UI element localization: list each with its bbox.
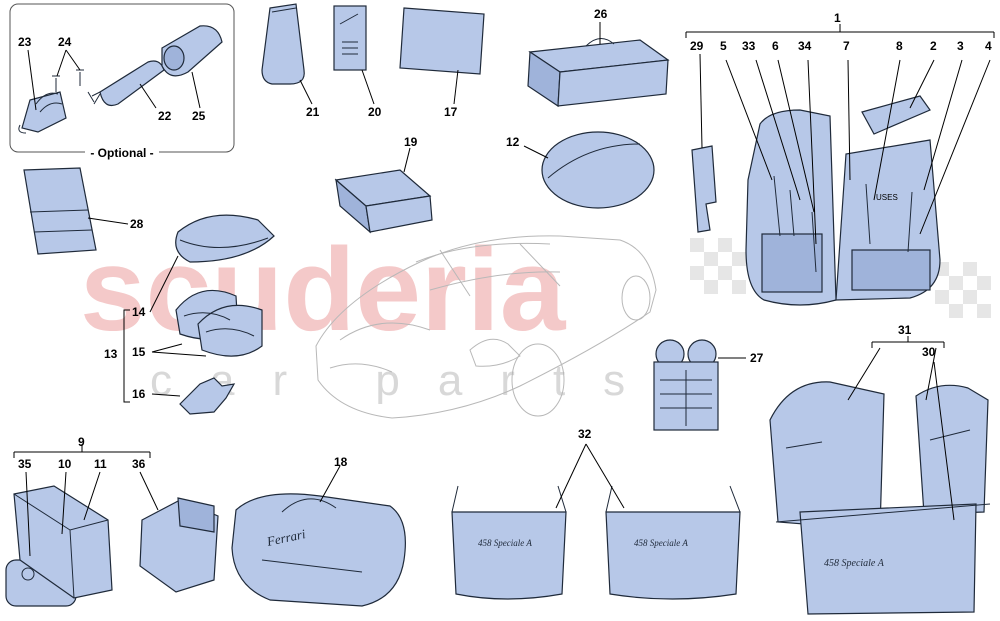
callout-21: 21 [306,105,320,119]
luggage-script: 458 Speciale A [824,558,885,569]
leader [191,71,201,109]
leader [139,83,157,109]
reference-card [653,339,746,431]
callout-35: 35 [18,457,32,471]
callout-9: 9 [78,435,85,449]
callout-1: 1 [834,11,841,25]
floor-document [23,167,129,255]
optional-group: - Optional - [9,3,235,160]
bag-script: 458 Speciale A [634,538,688,548]
leader [25,471,159,557]
optional-label: - Optional - [90,146,153,160]
tool-roll: USES [685,24,995,306]
callout-6: 6 [772,39,779,53]
luggage-set: 458 Speciale A [769,336,991,615]
callout-16: 16 [132,387,146,401]
wheel-bags [175,289,263,357]
callout-19: 19 [404,135,418,149]
callout-24: 24 [58,35,72,49]
inflator-case [13,485,113,599]
gloves [179,377,236,415]
callout-36: 36 [132,457,146,471]
callout-33: 33 [742,39,756,53]
extinguisher-cover [161,25,223,77]
callout-30: 30 [922,345,936,359]
callout-29: 29 [690,39,704,53]
callout-34: 34 [798,39,812,53]
group-bracket [123,309,130,403]
callout-28: 28 [130,217,144,231]
callout-4: 4 [985,39,992,53]
duffle-bag: Ferrari [231,465,406,607]
callout-13: 13 [104,347,118,361]
watermark-text: scuderia [80,224,567,356]
callout-3: 3 [957,39,964,53]
watermark-subtext: car parts [150,356,663,405]
callout-18: 18 [334,455,348,469]
fire-extinguisher [87,60,165,107]
callout-32: 32 [578,427,592,441]
callout-27: 27 [750,351,764,365]
car-outline [315,235,657,419]
callout-31: 31 [898,323,912,337]
document-pouch [261,3,313,105]
tire-cover [523,131,655,209]
leader [149,255,179,313]
extinguisher-bracket [18,91,67,134]
group-bracket [13,444,151,458]
jack [691,53,717,233]
bolt [52,75,60,92]
callout-26: 26 [594,7,608,21]
bag-script: 458 Speciale A [478,538,532,548]
callout-2: 2 [930,39,937,53]
callout-11: 11 [94,457,107,471]
leader [555,443,625,509]
leader [151,393,181,397]
shoulder-bag-2: 458 Speciale A [605,485,741,600]
bolt [76,69,84,86]
callout-5: 5 [720,39,727,53]
case-cover [139,497,219,593]
callout-20: 20 [368,105,382,119]
callout-25: 25 [192,109,206,123]
callout-15: 15 [132,345,146,359]
manual [399,7,485,105]
owner-booklet [333,5,375,105]
leader [56,49,81,77]
tool-kit-label: USES [876,193,898,202]
callout-22: 22 [158,109,172,123]
callout-14: 14 [132,305,146,319]
callout-10: 10 [58,457,72,471]
callout-8: 8 [896,39,903,53]
callout-7: 7 [843,39,850,53]
callout-17: 17 [444,105,458,119]
folded-car-cover [334,147,433,234]
callout-23: 23 [18,35,32,49]
car-cover-bag [527,22,670,108]
leader [151,343,207,357]
blanket [175,214,275,263]
leader [27,49,37,111]
callout-12: 12 [506,135,520,149]
shoulder-bag-1: 458 Speciale A [451,485,567,600]
